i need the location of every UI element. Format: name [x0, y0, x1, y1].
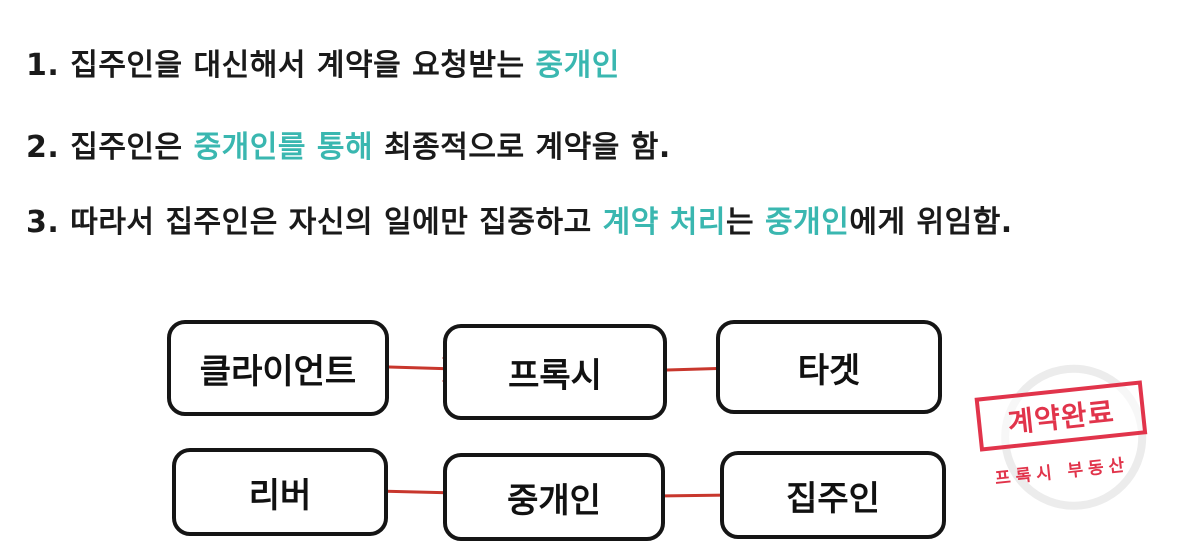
box-broker: 중개인 [443, 453, 665, 541]
statement-1-text-a: 1. 집주인을 대신해서 계약을 요청받는 [26, 48, 536, 83]
statement-3-text-b: 는 [726, 205, 766, 240]
statement-3-highlight-broker: 중개인 [765, 205, 850, 240]
statement-2-text-b: 최종적으로 계약을 함. [373, 130, 671, 165]
statement-3: 3. 따라서 집주인은 자신의 일에만 집중하고 계약 처리는 중개인에게 위임… [26, 203, 1013, 243]
statement-1: 1. 집주인을 대신해서 계약을 요청받는 중개인 [26, 46, 620, 86]
box-river: 리버 [172, 448, 388, 536]
box-proxy: 프록시 [443, 324, 667, 420]
statement-3-text-c: 에게 위임함. [849, 205, 1013, 240]
box-broker-label: 중개인 [507, 480, 601, 521]
statement-2-text-a: 2. 집주인은 [26, 130, 194, 165]
statement-3-text-a: 3. 따라서 집주인은 자신의 일에만 집중하고 [26, 205, 603, 240]
box-river-label: 리버 [248, 475, 312, 516]
box-target: 타겟 [716, 320, 942, 414]
statement-2-highlight: 중개인를 통해 [193, 130, 374, 165]
statement-3-highlight-contract: 계약 처리 [602, 205, 726, 240]
stamp-main-text: 계약완료 [1006, 395, 1117, 440]
statement-2: 2. 집주인은 중개인를 통해 최종적으로 계약을 함. [26, 128, 671, 168]
box-client-label: 클라이언트 [199, 351, 357, 392]
statement-1-highlight-broker: 중개인 [535, 48, 620, 83]
contract-complete-stamp: 계약완료 프록시 부동산 [965, 357, 1180, 530]
box-proxy-label: 프록시 [508, 355, 602, 396]
box-client: 클라이언트 [167, 320, 389, 416]
box-owner: 집주인 [720, 451, 946, 539]
box-owner-label: 집주인 [786, 478, 880, 519]
box-target-label: 타겟 [797, 350, 861, 391]
